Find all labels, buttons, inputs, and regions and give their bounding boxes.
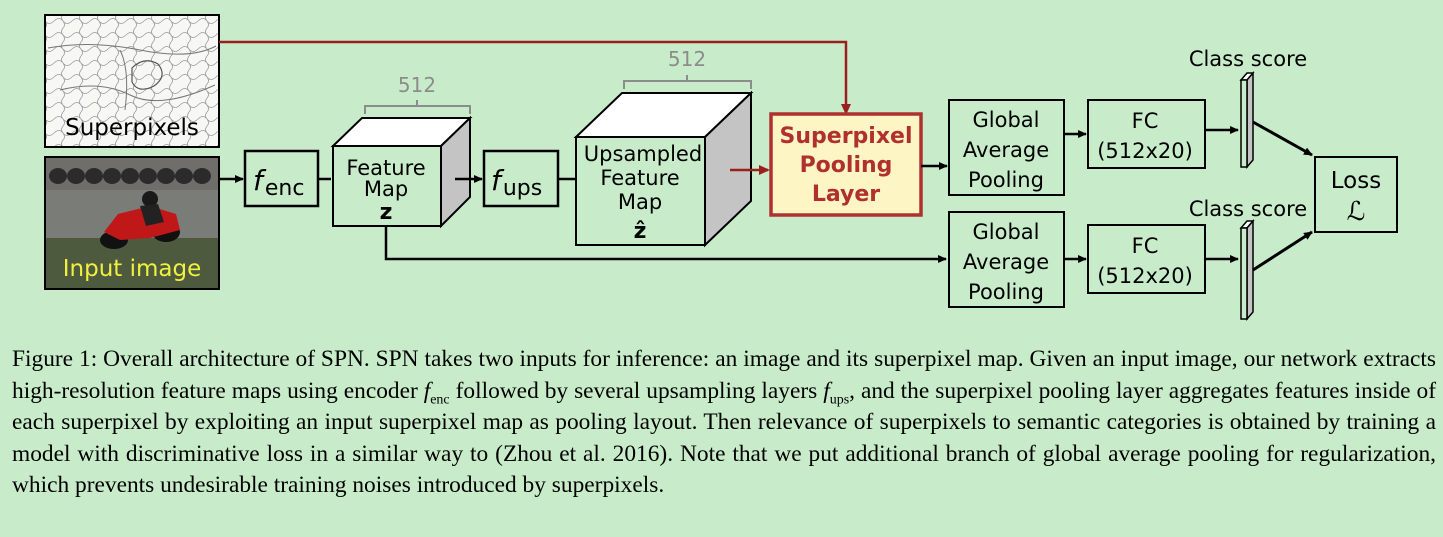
upsampled-feature-map-cube: Upsampled Feature Map ẑ: [573, 90, 754, 248]
gap-top-line2: Average: [963, 138, 1049, 162]
upsampled-symbol: ẑ: [634, 219, 647, 244]
upsampled-line3: Map: [618, 190, 662, 214]
gap-top-block: Global Average Pooling: [948, 99, 1065, 196]
input-image: Input image: [44, 156, 220, 290]
input-image-label: Input image: [63, 256, 202, 282]
caption-f-ups: f: [823, 377, 830, 404]
class-score-top: Class score: [1189, 47, 1307, 170]
upsampler-block: fups: [482, 149, 560, 208]
svg-text:fups: fups: [491, 164, 542, 201]
feature-map-dimension: 512: [364, 73, 471, 114]
feature-map-symbol: z: [380, 200, 393, 225]
figure-caption: Figure 1: Overall architecture of SPN. S…: [12, 344, 1436, 502]
caption-part2: followed by several upsampling layers: [449, 377, 824, 404]
loss-block: Loss ℒ: [1314, 156, 1398, 233]
pooling-line1: Superpixel: [780, 124, 913, 149]
feature-map-line1: Feature: [346, 156, 425, 180]
score-bottom-label: Class score: [1189, 197, 1307, 221]
gap-top-line1: Global: [973, 108, 1040, 132]
motorcycle-image: [100, 191, 180, 249]
fc-top-line2: (512x20): [1097, 139, 1193, 163]
arrow-score-top-to-loss: [1252, 120, 1313, 157]
superpixels-label: Superpixels: [65, 115, 199, 141]
upsampled-line2: Feature: [600, 166, 679, 190]
gap-bottom-line2: Average: [963, 250, 1049, 274]
tire-barrier-image: [49, 168, 211, 184]
caption-f-enc-sub: enc: [430, 392, 450, 408]
gap-top-line3: Pooling: [968, 168, 1044, 192]
feature-map-cube: Feature Map z: [330, 115, 473, 229]
gap-bottom-line3: Pooling: [968, 280, 1044, 304]
caption-f-ups-sub: ups: [829, 392, 850, 408]
fc-bottom-line2: (512x20): [1097, 264, 1193, 288]
superpixels-input: Superpixels: [44, 14, 220, 148]
feature-map-line2: Map: [364, 177, 408, 201]
encoder-block: fenc: [243, 149, 320, 208]
loss-label: Loss: [1331, 168, 1381, 194]
fc-bottom-line1: FC: [1132, 234, 1159, 258]
upsampled-dim: 512: [668, 47, 706, 71]
feature-map-dim: 512: [398, 73, 436, 97]
upsampled-line1: Upsampled: [584, 142, 702, 166]
caption-f-enc: f: [423, 377, 431, 404]
svg-text:fenc: fenc: [253, 164, 304, 201]
score-top-label: Class score: [1189, 47, 1307, 71]
fc-bottom-block: FC (512x20): [1087, 224, 1206, 294]
pooling-line2: Pooling: [800, 153, 893, 178]
superpixel-pooling-layer: Superpixel Pooling Layer: [769, 112, 923, 217]
loss-symbol: ℒ: [1347, 197, 1366, 227]
class-score-bottom: Class score: [1189, 197, 1307, 322]
regularization-branch-line: [384, 226, 947, 263]
caption-part1: Figure 1: Overall architecture of SPN. S…: [12, 346, 1436, 404]
architecture-diagram: Superpixels Input image: [44, 14, 1398, 322]
pooling-line3: Layer: [812, 182, 880, 207]
fc-top-block: FC (512x20): [1087, 99, 1206, 169]
fc-top-line1: FC: [1132, 109, 1159, 133]
superpixel-connector: [219, 40, 851, 115]
upsampler-sub: ups: [503, 176, 542, 201]
arrow-score-bottom-to-loss: [1252, 230, 1313, 272]
gap-bottom-block: Global Average Pooling: [948, 211, 1065, 308]
upsampled-dimension: 512: [623, 47, 752, 89]
encoder-sub: enc: [265, 176, 305, 201]
caption-part3: , and the superpixel pooling layer aggre…: [12, 377, 1436, 499]
gap-bottom-line1: Global: [973, 220, 1040, 244]
